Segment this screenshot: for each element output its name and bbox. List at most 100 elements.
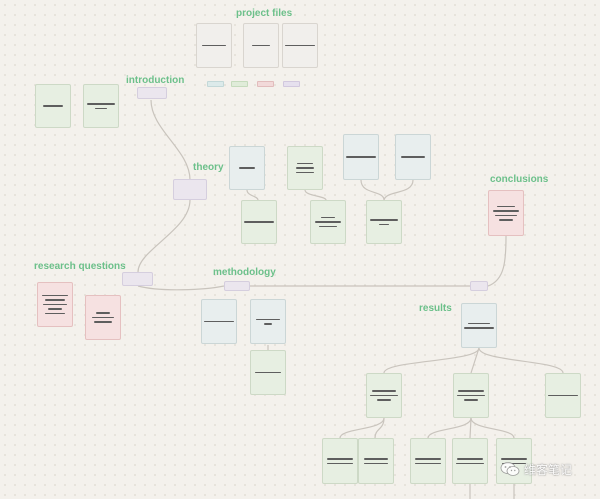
text-line bbox=[379, 223, 389, 225]
edge-mid-c bbox=[470, 417, 515, 439]
edge-mid-b bbox=[469, 417, 472, 439]
card-theory-3[interactable] bbox=[343, 134, 379, 180]
text-line bbox=[364, 458, 388, 460]
text-line bbox=[501, 458, 527, 460]
text-line bbox=[43, 105, 63, 107]
card-research-question-2[interactable] bbox=[85, 295, 121, 340]
watermark-text: 维客笔记 bbox=[524, 462, 573, 477]
text-line bbox=[319, 225, 337, 228]
label-conclusions: conclusions bbox=[490, 174, 549, 185]
text-line bbox=[296, 167, 314, 169]
group-node-theory[interactable] bbox=[173, 179, 207, 200]
text-line bbox=[548, 394, 578, 397]
edge-research-methodology bbox=[137, 285, 225, 291]
text-line bbox=[256, 318, 280, 320]
text-line bbox=[464, 327, 494, 329]
text-line bbox=[92, 316, 114, 319]
text-line bbox=[327, 458, 353, 460]
edge-bus-conclusions bbox=[487, 235, 507, 287]
card-methodology-3[interactable] bbox=[250, 350, 286, 395]
text-line bbox=[252, 44, 270, 47]
card-theory-6[interactable] bbox=[310, 200, 346, 244]
text-line bbox=[297, 162, 313, 165]
label-introduction: introduction bbox=[126, 75, 185, 86]
edge-theory-card-b bbox=[304, 189, 327, 201]
edge-results-right bbox=[478, 347, 564, 374]
text-line bbox=[43, 303, 67, 306]
edge-theory-research bbox=[137, 199, 191, 273]
text-line bbox=[48, 308, 62, 310]
group-node-introduction[interactable] bbox=[137, 87, 167, 99]
text-line bbox=[401, 156, 425, 158]
text-line bbox=[370, 219, 398, 221]
card-project-file-1[interactable] bbox=[196, 23, 232, 68]
label-project-files: project files bbox=[236, 8, 293, 19]
card-project-file-3[interactable] bbox=[282, 23, 318, 68]
legend-chip-purple bbox=[283, 81, 300, 87]
card-results-2a[interactable] bbox=[410, 438, 446, 484]
card-theory-4[interactable] bbox=[395, 134, 431, 180]
text-line bbox=[94, 321, 112, 323]
card-results-1[interactable] bbox=[366, 373, 402, 418]
text-line bbox=[464, 399, 478, 401]
legend-chip-green bbox=[231, 81, 248, 87]
legend-chip-blue bbox=[207, 81, 224, 87]
text-line bbox=[255, 371, 281, 374]
card-results-main[interactable] bbox=[461, 303, 497, 348]
text-line bbox=[458, 390, 484, 392]
text-line bbox=[372, 390, 396, 392]
text-line bbox=[327, 462, 353, 464]
card-conclusions[interactable] bbox=[488, 190, 524, 236]
text-line bbox=[45, 312, 65, 315]
edge-left-b bbox=[374, 417, 385, 439]
edge-introduction-theory bbox=[150, 99, 191, 181]
card-theory-5[interactable] bbox=[241, 200, 277, 244]
text-line bbox=[456, 462, 484, 464]
text-line bbox=[285, 44, 315, 47]
card-methodology-2[interactable] bbox=[250, 299, 286, 344]
edge-left-a bbox=[339, 417, 385, 439]
card-results-3[interactable] bbox=[545, 373, 581, 418]
edge-results-mid bbox=[470, 347, 480, 374]
group-node-results[interactable] bbox=[470, 281, 488, 291]
group-node-methodology[interactable] bbox=[224, 281, 250, 291]
text-line bbox=[495, 214, 517, 216]
text-line bbox=[264, 323, 272, 325]
label-research-questions: research questions bbox=[34, 261, 126, 272]
text-line bbox=[45, 299, 65, 301]
text-line bbox=[497, 205, 515, 207]
card-results-1b[interactable] bbox=[358, 438, 394, 484]
label-methodology: methodology bbox=[213, 267, 276, 278]
edge-mid-a bbox=[427, 417, 472, 439]
card-methodology-1[interactable] bbox=[201, 299, 237, 344]
card-results-2b[interactable] bbox=[452, 438, 488, 484]
watermark: 维客笔记 bbox=[500, 458, 572, 480]
label-results: results bbox=[419, 303, 452, 314]
edge-theory-card-c bbox=[360, 179, 385, 201]
card-theory-7[interactable] bbox=[366, 200, 402, 244]
card-introduction-1[interactable] bbox=[35, 84, 71, 128]
edge-theory-card-a bbox=[246, 189, 259, 201]
text-line bbox=[321, 216, 335, 219]
text-line bbox=[415, 462, 441, 464]
card-introduction-2[interactable] bbox=[83, 84, 119, 128]
card-theory-1[interactable] bbox=[229, 146, 265, 190]
text-line bbox=[296, 171, 314, 174]
card-results-2c[interactable] bbox=[496, 438, 532, 484]
text-line bbox=[499, 219, 513, 221]
card-project-file-2[interactable] bbox=[243, 23, 279, 68]
text-line bbox=[502, 462, 526, 464]
text-line bbox=[315, 221, 341, 223]
text-line bbox=[468, 322, 490, 324]
card-results-1a[interactable] bbox=[322, 438, 358, 484]
card-research-question-1[interactable] bbox=[37, 282, 73, 327]
text-line bbox=[87, 103, 115, 105]
card-results-2[interactable] bbox=[453, 373, 489, 418]
text-line bbox=[42, 294, 68, 297]
card-theory-2[interactable] bbox=[287, 146, 323, 190]
text-line bbox=[95, 107, 107, 109]
text-line bbox=[370, 394, 398, 397]
group-node-research-questions[interactable] bbox=[122, 272, 153, 286]
